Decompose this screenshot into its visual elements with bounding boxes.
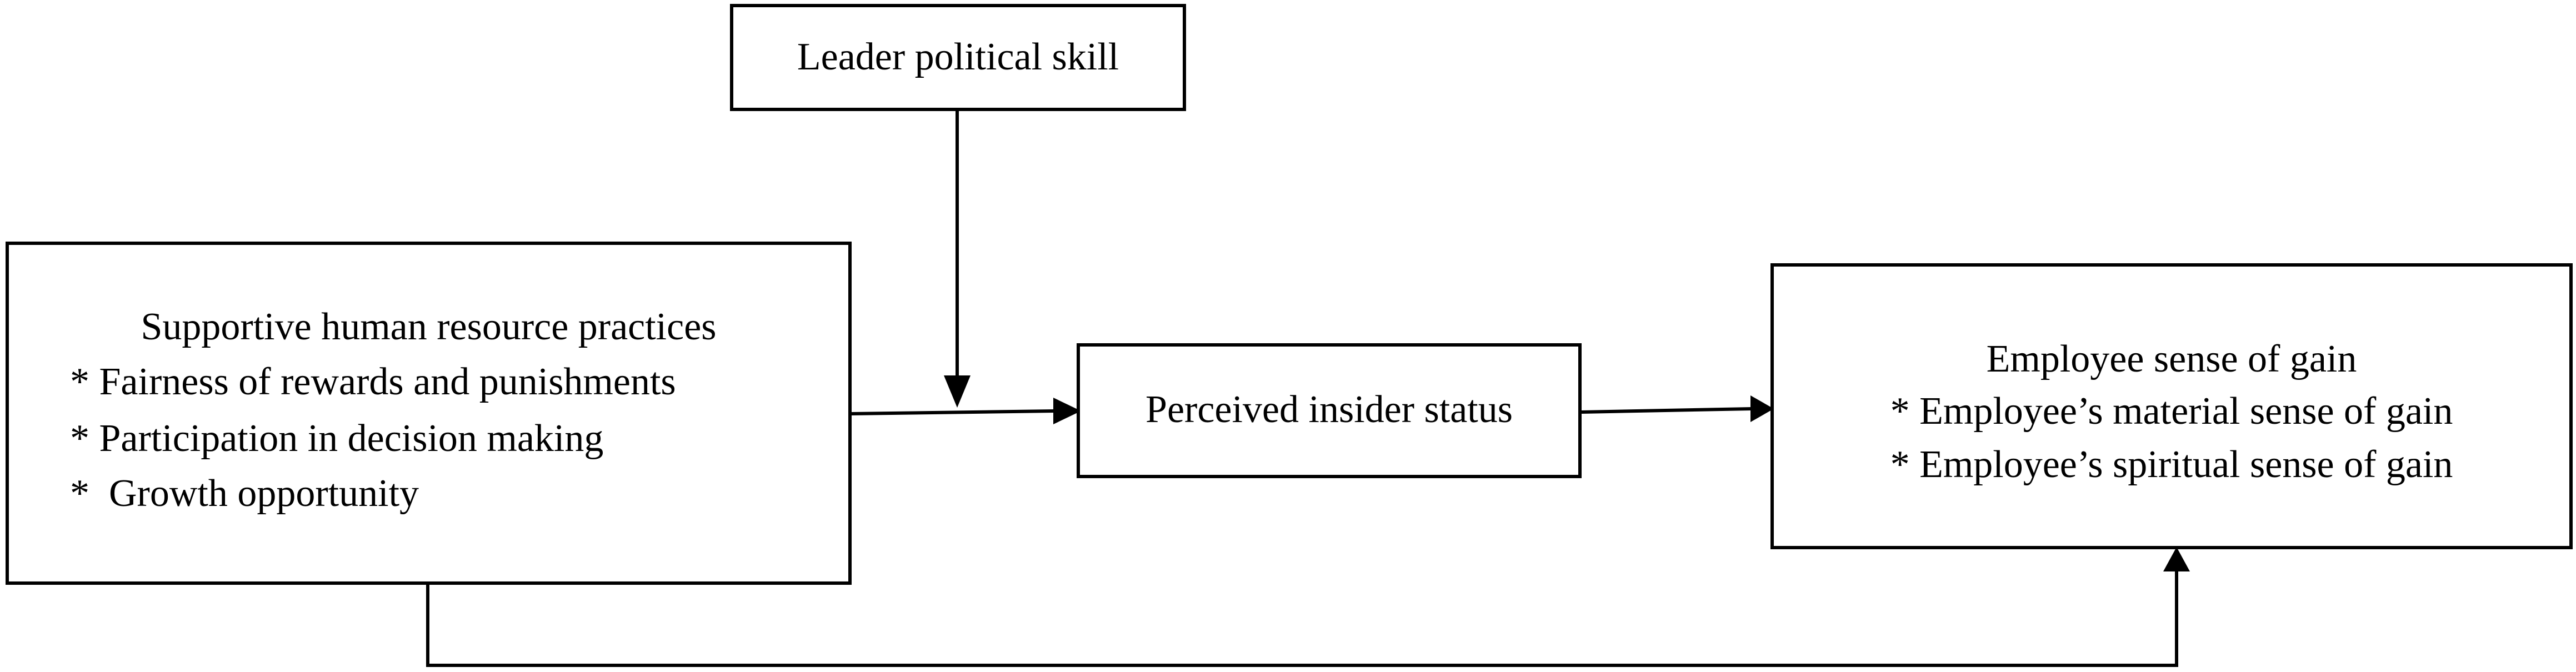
gain-item-spiritual: * Employee’s spiritual sense of gain bbox=[1890, 443, 2453, 486]
hr-item-participation: * Participation in decision making bbox=[70, 417, 604, 460]
arrowhead-leader bbox=[944, 375, 971, 408]
arrowhead-gain-bottom bbox=[2163, 547, 2190, 571]
employee-sense-of-gain-title: Employee sense of gain bbox=[1986, 338, 2357, 380]
leader-political-skill-box: Leader political skill bbox=[730, 4, 1186, 111]
arrowhead-gain-left bbox=[1750, 395, 1774, 422]
arrow-hr-to-insider bbox=[849, 409, 1055, 415]
hr-item-growth: * Growth opportunity bbox=[70, 472, 419, 515]
hr-practices-box: Supportive human resource practices * Fa… bbox=[6, 242, 852, 585]
gain-item-material: * Employee’s material sense of gain bbox=[1890, 390, 2453, 433]
arrowhead-insider bbox=[1053, 398, 1081, 424]
employee-sense-of-gain-box: Employee sense of gain * Employee’s mate… bbox=[1770, 263, 2573, 549]
leader-political-skill-label: Leader political skill bbox=[797, 36, 1119, 78]
arrow-hr-to-gain-direct bbox=[426, 570, 2178, 667]
hr-item-fairness: * Fairness of rewards and punishments bbox=[70, 360, 676, 403]
perceived-insider-status-label: Perceived insider status bbox=[1146, 388, 1513, 431]
perceived-insider-status-box: Perceived insider status bbox=[1077, 343, 1582, 478]
hr-practices-title: Supportive human resource practices bbox=[141, 305, 717, 348]
arrow-insider-to-gain bbox=[1581, 407, 1752, 414]
